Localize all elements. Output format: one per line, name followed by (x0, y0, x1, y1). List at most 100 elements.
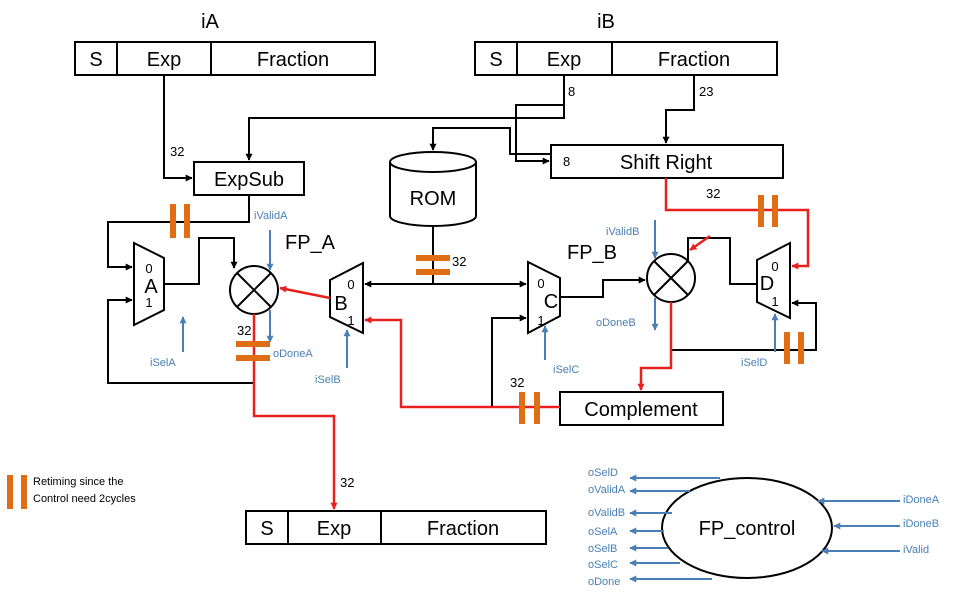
mux-b-in1: 1 (347, 313, 354, 328)
wire-mult-b-to-mux-d (689, 234, 711, 252)
label-oseld: oSelD (588, 467, 618, 479)
register-output: S Exp Fraction (245, 510, 547, 545)
ia-title: iA (201, 11, 219, 33)
label-iseld: iSelD (741, 357, 767, 369)
wire-mux-c-to-mult-b (560, 276, 646, 298)
wire-shift-to-mux-d (664, 178, 810, 270)
retime-mux-d-b (798, 332, 804, 364)
retiming-registers (7, 195, 804, 509)
wire-mux-b-to-mult-a (279, 285, 331, 300)
wire-shift-to-rom (429, 127, 551, 155)
out-fraction-field: Fraction (427, 518, 499, 540)
mux-c-in0: 0 (537, 276, 544, 291)
mux-c: C 0 1 (527, 260, 561, 335)
label-odoneb: oDoneB (596, 317, 636, 329)
label-ivalida: iValidA (254, 210, 288, 222)
wire-mux-a-to-mult-a (164, 237, 238, 285)
multiplier-fp-a: FP_A (229, 232, 336, 315)
width-ib-fraction: 23 (699, 84, 713, 99)
retime-shift-a (758, 195, 764, 227)
wire-ia-exp-to-expsub (163, 75, 193, 182)
legend-line-2: Control need 2cycles (33, 493, 136, 505)
width-complement: 32 (510, 375, 524, 390)
register-ia: iA S Exp Fraction (74, 11, 376, 76)
ib-title: iB (597, 11, 615, 33)
legend-bar-b (21, 475, 27, 509)
rom-label: ROM (410, 188, 457, 210)
legend-line-1: Retiming since the (33, 476, 124, 488)
label-odone: oDone (588, 576, 620, 588)
wire-ib-exp-to-shift (515, 75, 565, 165)
label-ovalidb: oValidB (588, 507, 625, 519)
expsub-block: ExpSub (193, 161, 305, 196)
label-idonea: iDoneA (903, 494, 940, 506)
mux-d-in0: 0 (771, 259, 778, 274)
mux-a: A 0 1 (133, 241, 165, 327)
retime-mux-d-a (784, 332, 790, 364)
label-isela: iSelA (150, 357, 176, 369)
fp-control-label: FP_control (699, 518, 796, 540)
bus-width-labels: 32 8 23 8 32 32 32 32 32 (170, 84, 720, 490)
width-shift-input: 8 (563, 154, 570, 169)
fp-a-label: FP_A (285, 232, 336, 254)
mux-b-in0: 0 (347, 277, 354, 292)
ib-fraction-field: Fraction (658, 49, 730, 71)
width-ib-exp: 8 (568, 84, 575, 99)
register-ib: iB S Exp Fraction (474, 11, 778, 76)
retime-complement-b (534, 392, 540, 424)
complement-block: Complement (559, 391, 724, 426)
mux-d: D 0 1 (756, 241, 791, 320)
blue-control-wires (179, 220, 900, 583)
out-sign-field: S (260, 518, 273, 540)
shift-right-label: Shift Right (620, 152, 713, 174)
label-ivalidb: iValidB (606, 226, 639, 238)
label-ovalida: oValidA (588, 484, 626, 496)
label-idoneb: iDoneB (903, 518, 939, 530)
wire-complement-to-mux-b (364, 316, 560, 409)
wire-ib-fraction-to-shift (662, 75, 695, 144)
wire-complement-to-mux-c (491, 314, 560, 408)
retime-rom-b (416, 269, 450, 275)
mux-c-label: C (544, 291, 558, 313)
wire-expsub-to-mux-a (107, 195, 250, 271)
mux-b-label: B (334, 293, 347, 315)
mux-a-in1: 1 (145, 295, 152, 310)
label-oselc: oSelC (588, 559, 618, 571)
label-iselc: iSelC (553, 364, 579, 376)
width-output: 32 (340, 475, 354, 490)
wire-mult-a-to-output (252, 314, 338, 510)
mux-b: B 0 1 (329, 261, 364, 335)
mux-d-label: D (760, 273, 774, 295)
control-signal-labels: iValidA oDoneA iSelA iSelB iSelC iValidB… (150, 210, 767, 386)
wire-mux-d-to-mult-b (687, 237, 757, 285)
mux-a-label: A (144, 276, 158, 298)
shift-right-block: Shift Right (550, 144, 784, 179)
retime-complement-a (519, 392, 525, 424)
width-shift-output: 32 (706, 186, 720, 201)
width-ia-exp: 32 (170, 144, 184, 159)
fp-b-label: FP_B (567, 242, 617, 264)
complement-label: Complement (584, 399, 698, 421)
rom-block: ROM (389, 151, 477, 227)
retime-expsub-b (184, 204, 190, 238)
mux-a-in0: 0 (145, 261, 152, 276)
fp-control-io-labels: oSelD oValidA oValidB oSelA oSelB oSelC … (588, 467, 940, 588)
ia-exp-field: Exp (147, 49, 181, 71)
out-exp-field: Exp (317, 518, 351, 540)
red-wires (252, 178, 810, 510)
black-wires (107, 75, 817, 408)
label-odonea: oDoneA (273, 348, 313, 360)
multiplier-fp-b: FP_B (567, 242, 696, 303)
expsub-label: ExpSub (214, 169, 284, 191)
label-ivalid: iValid (903, 544, 929, 556)
mux-d-in1: 1 (771, 294, 778, 309)
retime-rom-a (416, 255, 450, 261)
label-osela: oSelA (588, 526, 618, 538)
legend-bar-a (7, 475, 13, 509)
wire-feedback-mux-d (671, 299, 817, 351)
retime-mult-a-a (236, 341, 270, 347)
retime-shift-b (772, 195, 778, 227)
label-oselb: oSelB (588, 543, 617, 555)
wire-mult-b-to-complement (637, 302, 673, 391)
